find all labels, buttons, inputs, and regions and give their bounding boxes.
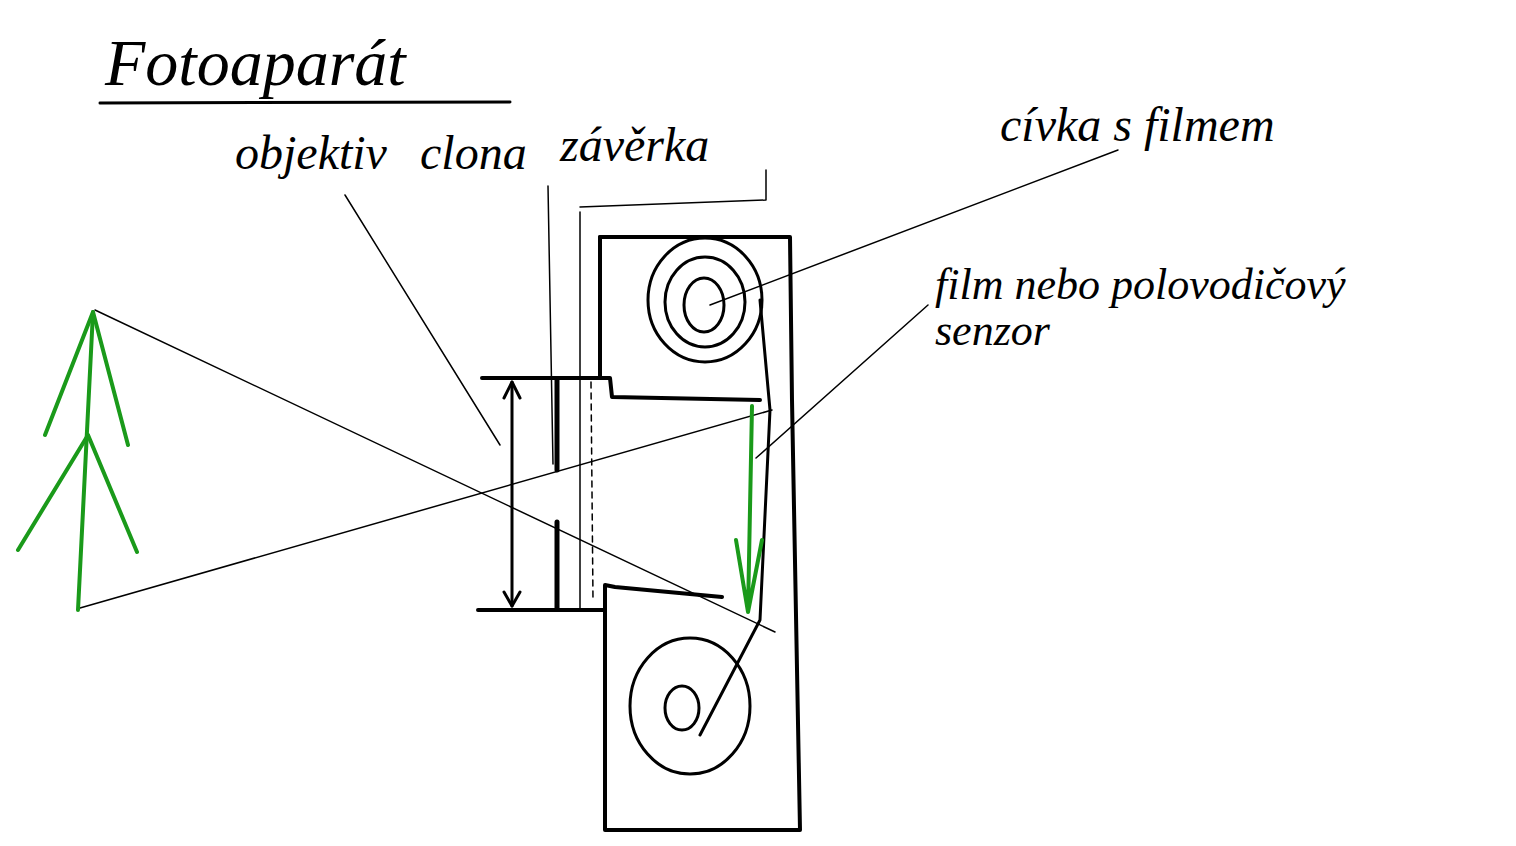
part-label: clona (420, 128, 527, 178)
part-label: film nebo polovodičový senzor (935, 262, 1405, 354)
aperture-blade (555, 522, 560, 608)
aperture-blade (555, 380, 560, 470)
leader-line (345, 195, 500, 445)
lens-arrowheads (504, 382, 520, 606)
camera-body (600, 237, 800, 830)
take-up-spool (630, 638, 750, 774)
part-label: cívka s filmem (1000, 100, 1275, 150)
light-ray (80, 410, 772, 608)
film-spool (684, 278, 724, 332)
leader-line (756, 305, 928, 458)
upper-housing (482, 378, 760, 400)
take-up-spool (665, 686, 699, 730)
shutter-line (579, 212, 581, 610)
camera-body-wall (598, 237, 602, 376)
leader-line (548, 186, 553, 464)
tree-branches (18, 312, 137, 552)
film-spool (648, 238, 762, 362)
leader-bracket (580, 170, 766, 207)
shutter-dashed (591, 382, 593, 600)
film-strip (700, 300, 770, 735)
part-label: objektiv (235, 128, 387, 178)
tree-trunk (78, 312, 93, 610)
light-ray (95, 310, 775, 632)
film-spool (665, 257, 745, 347)
diagram-title: Fotoaparát (105, 28, 406, 97)
part-label: závěrka (560, 120, 709, 170)
lens-symbol (511, 382, 514, 606)
title-underline (100, 102, 510, 103)
image-arrow (736, 406, 762, 612)
